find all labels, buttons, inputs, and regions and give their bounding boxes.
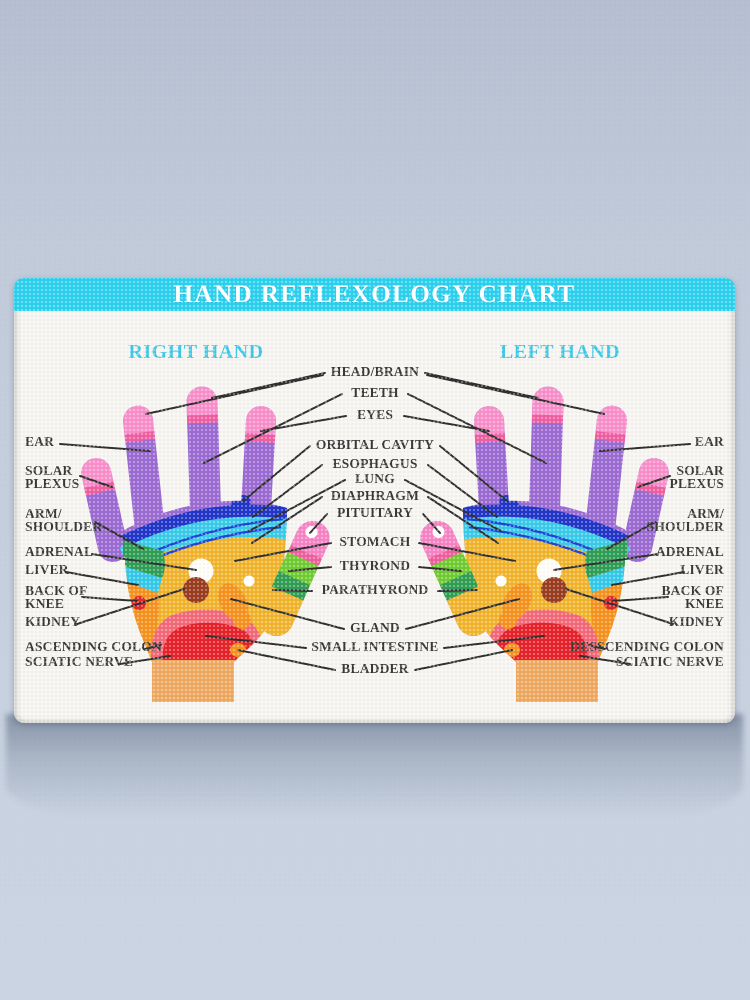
label-right-kidney: KIDNEY [668, 614, 724, 629]
label-center-orbital-cavity: ORBITAL CAVITY [315, 437, 435, 452]
label-center-pituitary: PITUITARY [336, 505, 414, 520]
left-hand-heading: LEFT HAND [499, 341, 621, 363]
label-right-adrenal: ADRENAL [655, 544, 724, 559]
label-center-parathyrond: PARATHYROND [321, 582, 429, 597]
label-center-lung: LUNG [355, 471, 395, 486]
label-right-liver: LIVER [680, 562, 724, 577]
canvas-drop-shadow [6, 714, 743, 834]
label-left-ascending-colon: ASCENDING COLON [25, 639, 162, 654]
label-center-teeth: TEETH [351, 385, 399, 400]
label-left-back-of-knee: BACK OF KNEE [25, 583, 88, 611]
label-right-solar-plexus: SOLAR PLEXUS [669, 463, 724, 491]
label-right-back-of-knee: BACK OF KNEE [661, 583, 724, 611]
label-left-arm-shoulder: ARM/ SHOULDER [25, 506, 103, 534]
right-hand-heading: RIGHT HAND [128, 341, 264, 363]
label-center-thyrond: THYROND [339, 558, 411, 573]
label-center-eyes: EYES [356, 407, 394, 422]
label-right-arm-shoulder: ARM/ SHOULDER [646, 506, 724, 534]
poster-title-bar: HAND REFLEXOLOGY CHART [14, 278, 735, 311]
label-right-sciatic-nerve: SCIATIC NERVE [615, 654, 724, 669]
label-center-esophagus: ESOPHAGUS [332, 456, 418, 471]
label-left-solar-plexus: SOLAR PLEXUS [25, 463, 80, 491]
label-center-small-intestine: SMALL INTESTINE [311, 639, 439, 654]
label-left-liver: LIVER [25, 562, 69, 577]
label-left-kidney: KIDNEY [25, 614, 81, 629]
label-left-sciatic-nerve: SCIATIC NERVE [25, 654, 134, 669]
label-right-ear: EAR [694, 434, 724, 449]
label-center-head-brain: HEAD/BRAIN [330, 364, 420, 379]
label-center-stomach: STOMACH [339, 534, 411, 549]
label-center-diaphragm: DIAPHRAGM [330, 488, 420, 503]
poster-title: HAND REFLEXOLOGY CHART [173, 281, 576, 308]
label-left-adrenal: ADRENAL [25, 544, 94, 559]
label-center-gland: GLAND [350, 620, 400, 635]
label-center-bladder: BLADDER [341, 661, 409, 676]
label-left-ear: EAR [25, 434, 55, 449]
label-right-desscending-colon: DESSCENDING COLON [570, 639, 724, 654]
